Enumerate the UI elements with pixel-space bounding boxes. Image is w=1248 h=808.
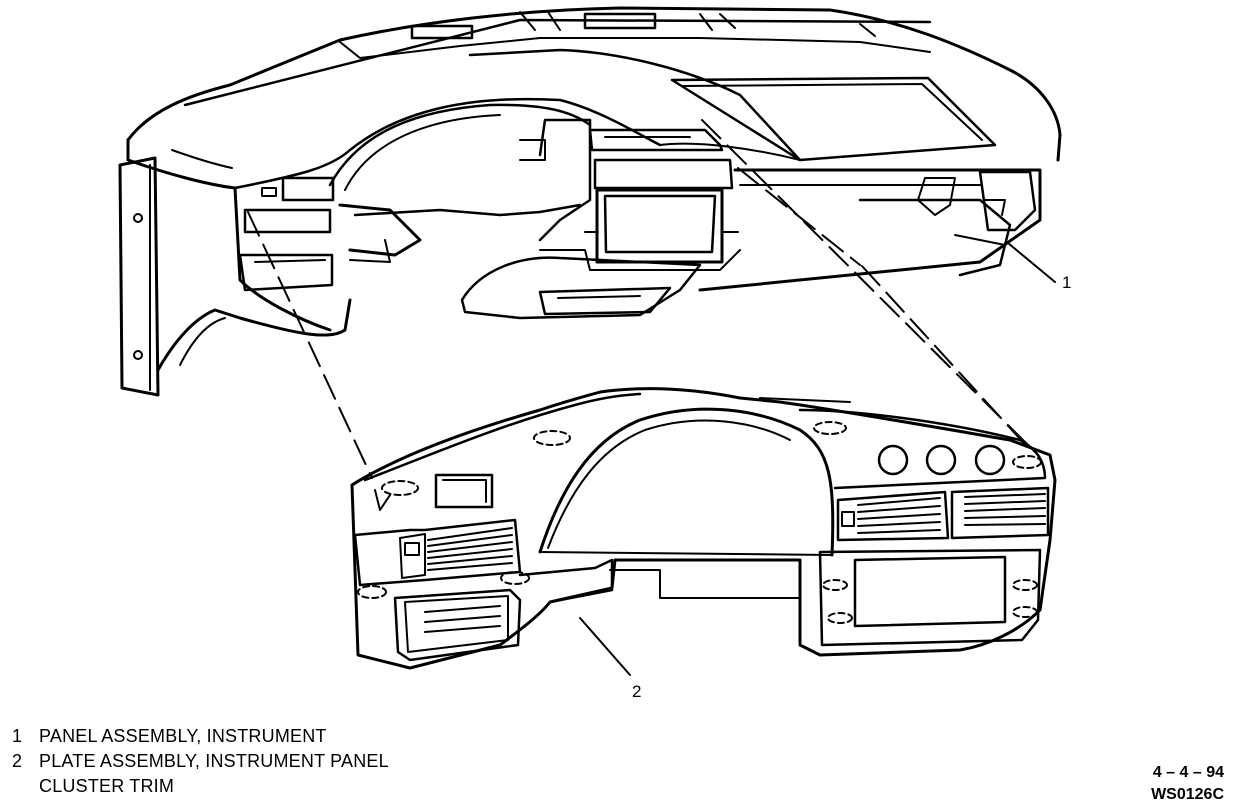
callout-2: 2 (632, 682, 641, 701)
alignment-line-right (737, 167, 1033, 453)
legend-number: 2 (12, 751, 23, 771)
alignment-lines (247, 119, 1036, 479)
figure-date: 4 – 4 – 94 (1152, 764, 1224, 781)
instrument-panel-assembly (118, 6, 1062, 397)
figure-id: WS0126C (1151, 786, 1224, 803)
legend-number: 1 (12, 726, 23, 746)
legend-label: PANEL ASSEMBLY, INSTRUMENT (39, 726, 327, 746)
legend-item-2-continued: CLUSTER TRIM (39, 776, 175, 796)
callout-1: 1 (1062, 273, 1071, 292)
parts-legend: 1 PANEL ASSEMBLY, INSTRUMENT 2 PLATE ASS… (12, 724, 389, 799)
figure-code: 4 – 4 – 94 WS0126C (1151, 762, 1224, 806)
legend-item-1: 1 PANEL ASSEMBLY, INSTRUMENT (12, 724, 389, 749)
legend-item-2: 2 PLATE ASSEMBLY, INSTRUMENT PANEL (12, 749, 389, 774)
cluster-trim-plate (350, 387, 1057, 676)
legend-label: PLATE ASSEMBLY, INSTRUMENT PANEL (39, 751, 389, 771)
